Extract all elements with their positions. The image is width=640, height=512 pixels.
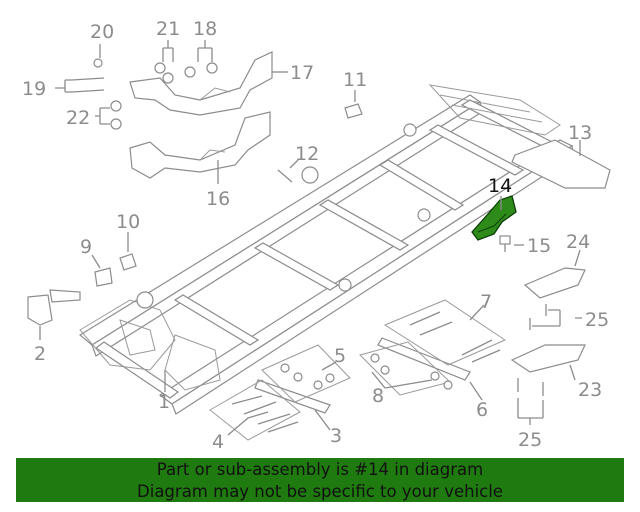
panel-4 bbox=[209, 379, 301, 441]
callout-labels: 20 21 18 19 22 17 16 11 12 13 14 15 24 2… bbox=[22, 18, 609, 453]
callout-11: 11 bbox=[343, 69, 367, 91]
banner-line-1: Part or sub-assembly is #14 in diagram bbox=[156, 460, 484, 479]
callout-15: 15 bbox=[527, 235, 551, 257]
parts-diagram: 20 21 18 19 22 17 16 11 12 13 14 15 24 2… bbox=[22, 18, 611, 453]
callout-20: 20 bbox=[90, 21, 114, 43]
callout-23: 23 bbox=[578, 379, 602, 401]
bracket-13 bbox=[511, 139, 611, 189]
crossmember-16 bbox=[129, 111, 271, 179]
info-banner: Part or sub-assembly is #14 in diagram D… bbox=[16, 458, 624, 502]
crossmember-17 bbox=[129, 51, 273, 116]
callout-16: 16 bbox=[206, 188, 230, 210]
callout-25-upper: 25 bbox=[585, 309, 609, 331]
callout-19: 19 bbox=[22, 78, 46, 100]
callout-22: 22 bbox=[66, 107, 90, 129]
leader-lines bbox=[39, 40, 582, 436]
callout-5: 5 bbox=[334, 345, 346, 367]
small-parts bbox=[27, 58, 363, 326]
callout-12: 12 bbox=[295, 143, 319, 165]
callout-4: 4 bbox=[212, 431, 224, 453]
shield-23 bbox=[510, 344, 586, 373]
callout-9: 9 bbox=[80, 236, 92, 258]
callout-18: 18 bbox=[193, 18, 217, 40]
callout-17: 17 bbox=[290, 62, 314, 84]
callout-6: 6 bbox=[476, 399, 488, 421]
vehicle-frame bbox=[78, 84, 575, 415]
bolts bbox=[231, 235, 547, 433]
callout-14: 14 bbox=[488, 175, 512, 197]
callout-25-lower: 25 bbox=[518, 429, 542, 451]
shield-24 bbox=[523, 267, 586, 299]
banner-line-2: Diagram may not be specific to your vehi… bbox=[137, 482, 503, 501]
callout-3: 3 bbox=[330, 425, 342, 447]
callout-7: 7 bbox=[480, 291, 492, 313]
callout-1: 1 bbox=[158, 391, 170, 413]
callout-2: 2 bbox=[34, 343, 46, 365]
callout-13: 13 bbox=[568, 122, 592, 144]
callout-8: 8 bbox=[372, 385, 384, 407]
callout-21: 21 bbox=[156, 18, 180, 40]
callout-24: 24 bbox=[566, 231, 590, 253]
callout-10: 10 bbox=[116, 211, 140, 233]
highlighted-part-14[interactable] bbox=[471, 195, 517, 241]
bar-6 bbox=[377, 337, 471, 381]
panel-5 bbox=[261, 344, 351, 403]
panel-7 bbox=[383, 299, 507, 366]
